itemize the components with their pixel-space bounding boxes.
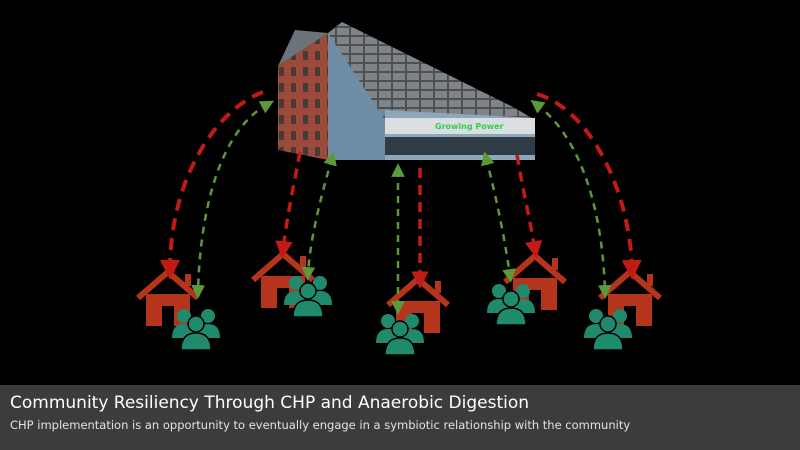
people-icon	[171, 308, 221, 351]
dashed-arrow	[481, 151, 516, 283]
slide-title: Community Resiliency Through CHP and Ana…	[10, 393, 530, 413]
building-sign: Growing Power	[435, 122, 504, 131]
dashed-arrow	[536, 92, 642, 280]
people-icon	[486, 283, 536, 326]
dashed-arrow	[530, 99, 612, 299]
slide-subtitle: CHP implementation is an opportunity to …	[10, 418, 631, 432]
dashed-arrow	[160, 90, 264, 280]
dashed-arrow	[275, 151, 302, 259]
dashed-arrow	[301, 151, 337, 281]
people-icon	[283, 275, 333, 318]
community-diagram: Growing Power	[0, 22, 800, 356]
building-image: Growing Power	[278, 22, 535, 160]
caption-bar: Community Resiliency Through CHP and Ana…	[0, 385, 800, 450]
flow-arrows	[160, 90, 642, 315]
dashed-arrow	[191, 100, 275, 299]
dashed-arrow	[515, 154, 543, 259]
